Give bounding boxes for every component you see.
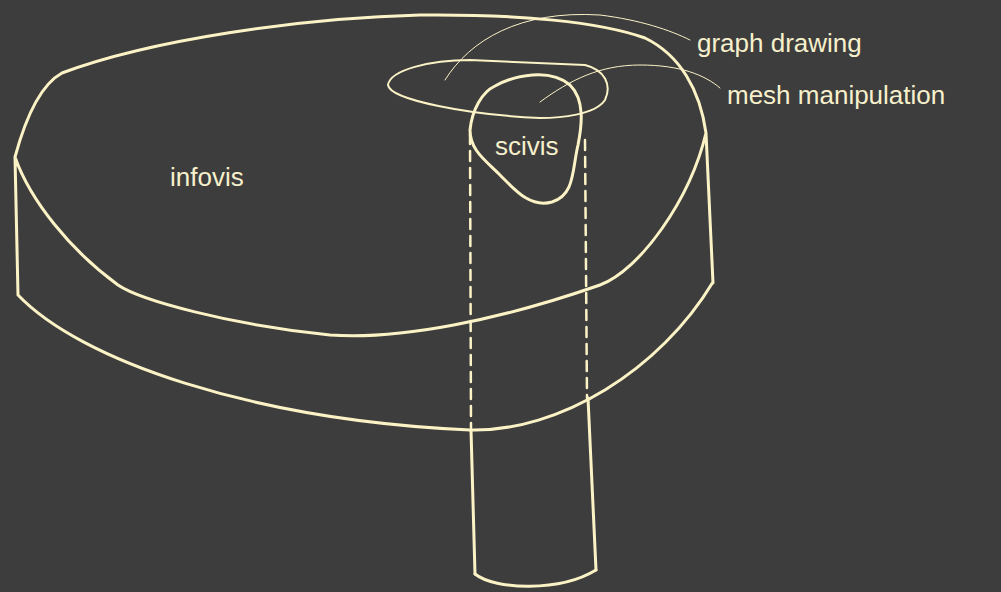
callout-label: graph drawing: [697, 29, 862, 59]
leader-line: [445, 14, 690, 80]
callout-label: mesh manipulation: [727, 81, 945, 111]
pillar-dashed-left: [470, 134, 471, 428]
pillar-side-right: [588, 398, 596, 570]
region-outline: [0, 0, 725, 445]
pillar-side-left: [471, 430, 475, 574]
disc-region: infovis scivis: [0, 0, 725, 445]
pillar-dashed-right: [585, 140, 587, 398]
blob-region: scivis: [460, 65, 588, 210]
region-outline-path: [15, 15, 713, 430]
pillar-bottom: [475, 570, 596, 586]
region-label: scivis: [495, 132, 559, 162]
region-outline-path: [470, 75, 581, 203]
region-label: infovis: [170, 163, 244, 193]
